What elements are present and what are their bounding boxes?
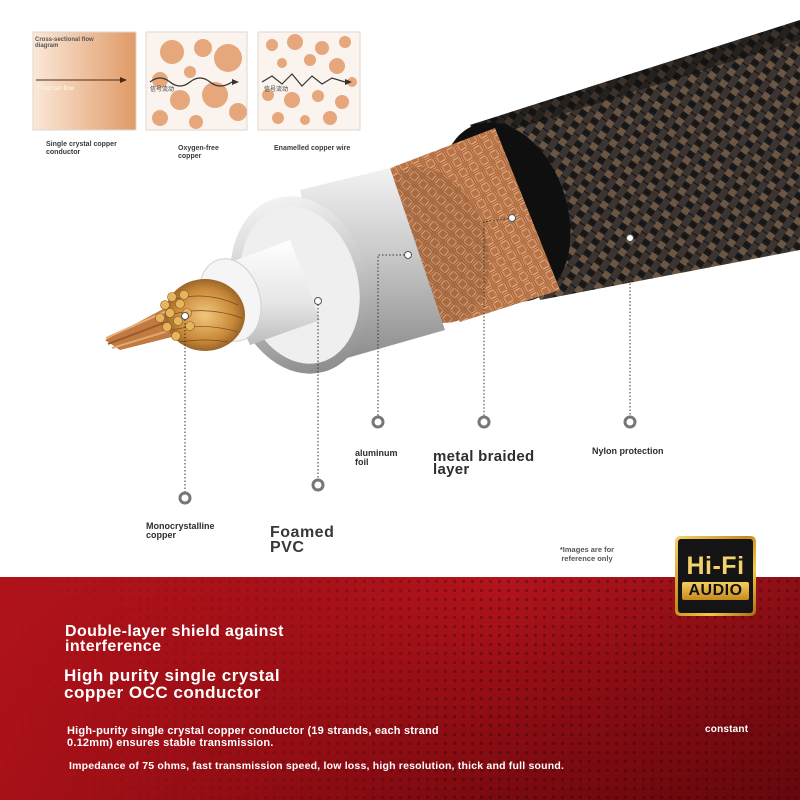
thumbnail-single-crystal	[32, 31, 137, 131]
thumbnail-oxygen-free	[145, 31, 248, 131]
headline-shield: Double-layer shield against interference	[65, 623, 284, 655]
side-word: constant	[705, 724, 749, 735]
pointer-lines	[184, 217, 631, 496]
thumb3-caption: Enamelled copper wire	[274, 145, 351, 152]
badge-hifi-text: Hi-Fi	[686, 551, 745, 580]
copper-conductor	[105, 279, 245, 351]
label-monocrystalline-copper: Monocrystalline copper	[146, 521, 215, 540]
thumb2-caption: Oxygen-free copper	[178, 145, 219, 160]
label-foamed-pvc: Foamed PVC	[270, 524, 335, 556]
thumb1-caption: Single crystal copper conductor	[46, 141, 117, 156]
feature-panel: Double-layer shield against interference…	[0, 577, 800, 800]
thumb1-inset-label: Trust can flow	[37, 86, 75, 92]
body-impedance: Impedance of 75 ohms, fast transmission …	[69, 760, 565, 772]
badge-audio-text: AUDIO	[682, 581, 749, 600]
thumb2-inset-label: 信号流动	[150, 87, 175, 93]
label-aluminum-foil: aluminum foil	[355, 448, 398, 467]
headline-occ: High purity single crystal copper OCC co…	[64, 666, 281, 702]
label-metal-braided-layer: metal braided layer	[433, 448, 535, 478]
hifi-audio-badge: Hi-Fi AUDIO	[675, 536, 756, 616]
reference-note: *Images are for reference only	[559, 545, 615, 563]
thumb3-inset-label: 信号流动	[264, 87, 289, 93]
pointer-dots	[178, 214, 637, 505]
thumb1-inset-title: Cross-sectional flow diagram	[35, 37, 94, 49]
label-nylon-protection: Nylon protection	[592, 446, 664, 456]
body-strands: High-purity single crystal copper conduc…	[67, 725, 439, 749]
thumbnail-enamelled	[257, 31, 361, 131]
